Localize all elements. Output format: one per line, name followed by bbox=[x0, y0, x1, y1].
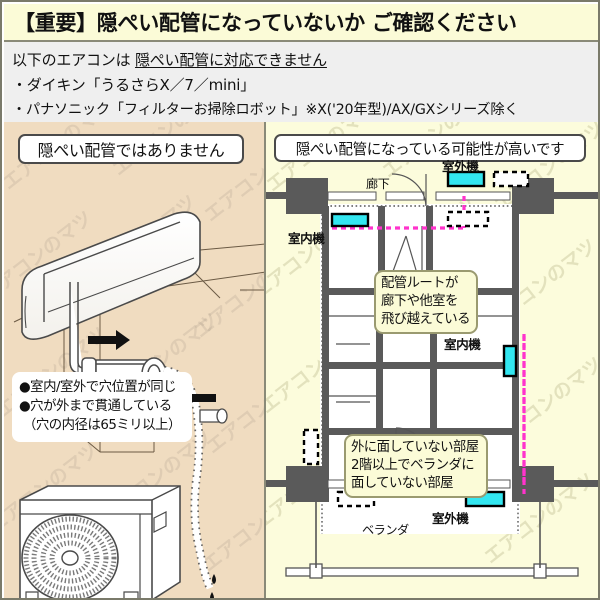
indoor-unit-marker-mid bbox=[502, 344, 518, 378]
right-panel-caption: 隠ぺい配管になっている可能性が高いです bbox=[274, 134, 586, 162]
outdoor-unit-illustration bbox=[19, 485, 181, 598]
outdoor-unit-marker-top bbox=[446, 170, 486, 188]
callout-no-exterior-wall-line-3: 面していない部屋 bbox=[351, 476, 454, 491]
left-panel-bullets: ●室内/室外で穴位置が同じ ●穴が外まで貫通している （穴の内径は65ミリ以上） bbox=[12, 372, 192, 442]
callout-pipe-route-line-1: 配管ルートが bbox=[381, 276, 458, 291]
indoor-unit-illustration bbox=[21, 211, 201, 340]
label-outdoor-unit-top: 室外機 bbox=[442, 159, 479, 174]
callout-no-exterior-wall-line-2: 2階以上でベランダに bbox=[351, 458, 475, 473]
page-header: 【重要】隠ぺい配管になっていないか ご確認ください bbox=[4, 4, 598, 42]
left-panel-ok: エアコンのマツ エアコンのマツ エアコンのマツ エアコンのマツ エアコンのマツ … bbox=[4, 122, 266, 598]
indoor-unit-marker-alt-top bbox=[446, 210, 490, 228]
drain-stub-illustration bbox=[199, 408, 228, 424]
subheader-line-2: ・ダイキン「うるさらX／7／mini」 bbox=[12, 76, 256, 94]
subheader-notes: 以下のエアコンは 隠ぺい配管に対応できません ・ダイキン「うるさらX／7／min… bbox=[4, 42, 598, 122]
outdoor-unit-marker-alt-top bbox=[492, 170, 530, 188]
water-drip-illustration bbox=[210, 574, 216, 598]
label-outdoor-unit-bottom: 室外機 bbox=[432, 511, 469, 526]
page-title: 【重要】隠ぺい配管になっていないか ご確認ください bbox=[14, 11, 517, 35]
label-indoor-unit-top: 室内機 bbox=[288, 231, 325, 246]
callout-no-exterior-wall: 外に面していない部屋 2階以上でベランダに 面していない部屋 bbox=[344, 434, 488, 498]
label-veranda: ベランダ bbox=[362, 523, 409, 537]
subheader-line-1-underlined: 隠ぺい配管に対応できません bbox=[134, 51, 327, 69]
indoor-unit-marker-alt-mid bbox=[302, 428, 320, 466]
left-panel-caption: 隠ぺい配管ではありません bbox=[18, 134, 244, 164]
left-illustration bbox=[13, 211, 264, 598]
veranda-rail bbox=[285, 502, 579, 579]
bullet-item-1: ●室内/室外で穴位置が同じ bbox=[19, 380, 177, 395]
top-wall-windows bbox=[327, 191, 511, 201]
callout-no-exterior-wall-line-1: 外に面していない部屋 bbox=[351, 440, 479, 455]
label-indoor-unit-mid: 室内機 bbox=[444, 337, 481, 352]
subheader-line-1-prefix: 以下のエアコンは bbox=[12, 51, 135, 69]
right-panel-risk: エアコンのマツ エアコンのマツ エアコンのマツ エアコンのマツ エアコンのマツ … bbox=[266, 122, 598, 598]
callout-pipe-route: 配管ルートが 廊下や他室を 飛び越えている bbox=[374, 270, 478, 334]
subheader-line-1: 以下のエアコンは 隠ぺい配管に対応できません bbox=[12, 48, 598, 73]
bullet-item-2: ●穴が外まで貫通している bbox=[19, 399, 172, 414]
callout-pipe-route-line-3: 飛び越えている bbox=[381, 312, 470, 327]
label-corridor: 廊下 bbox=[366, 177, 390, 191]
callout-pipe-route-line-2: 廊下や他室を bbox=[381, 294, 458, 309]
callout-leader-lines bbox=[391, 235, 417, 275]
bullet-item-3: （穴の内径は65ミリ以上） bbox=[23, 418, 181, 433]
panels-container: エアコンのマツ エアコンのマツ エアコンのマツ エアコンのマツ エアコンのマツ … bbox=[4, 122, 598, 598]
indoor-unit-marker-top bbox=[330, 212, 370, 228]
subheader-line-3: ・パナソニック「フィルターお掃除ロボット」※X('20年型)/AX/GXシリーズ… bbox=[12, 102, 519, 118]
